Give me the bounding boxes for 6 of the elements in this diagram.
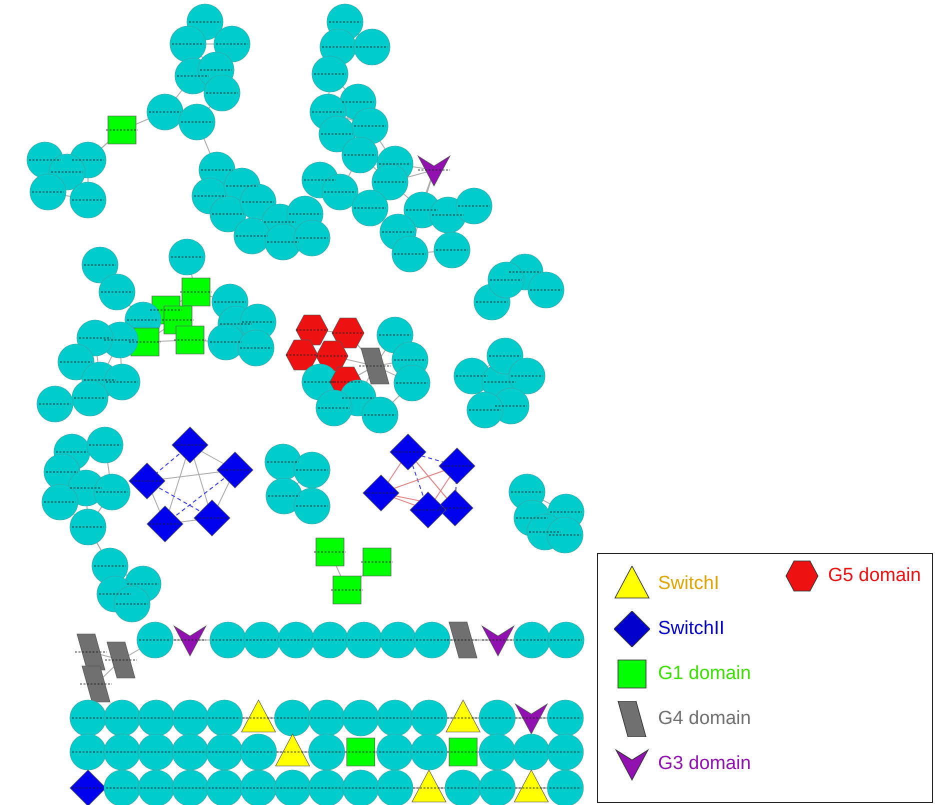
legend-label: G3 domain	[658, 753, 751, 775]
legend-label: G4 domain	[658, 708, 751, 730]
legend-label: G1 domain	[658, 663, 751, 685]
legend-label: SwitchI	[658, 573, 720, 595]
legend-label: SwitchII	[658, 618, 725, 640]
legend-label: G5 domain	[828, 565, 921, 587]
